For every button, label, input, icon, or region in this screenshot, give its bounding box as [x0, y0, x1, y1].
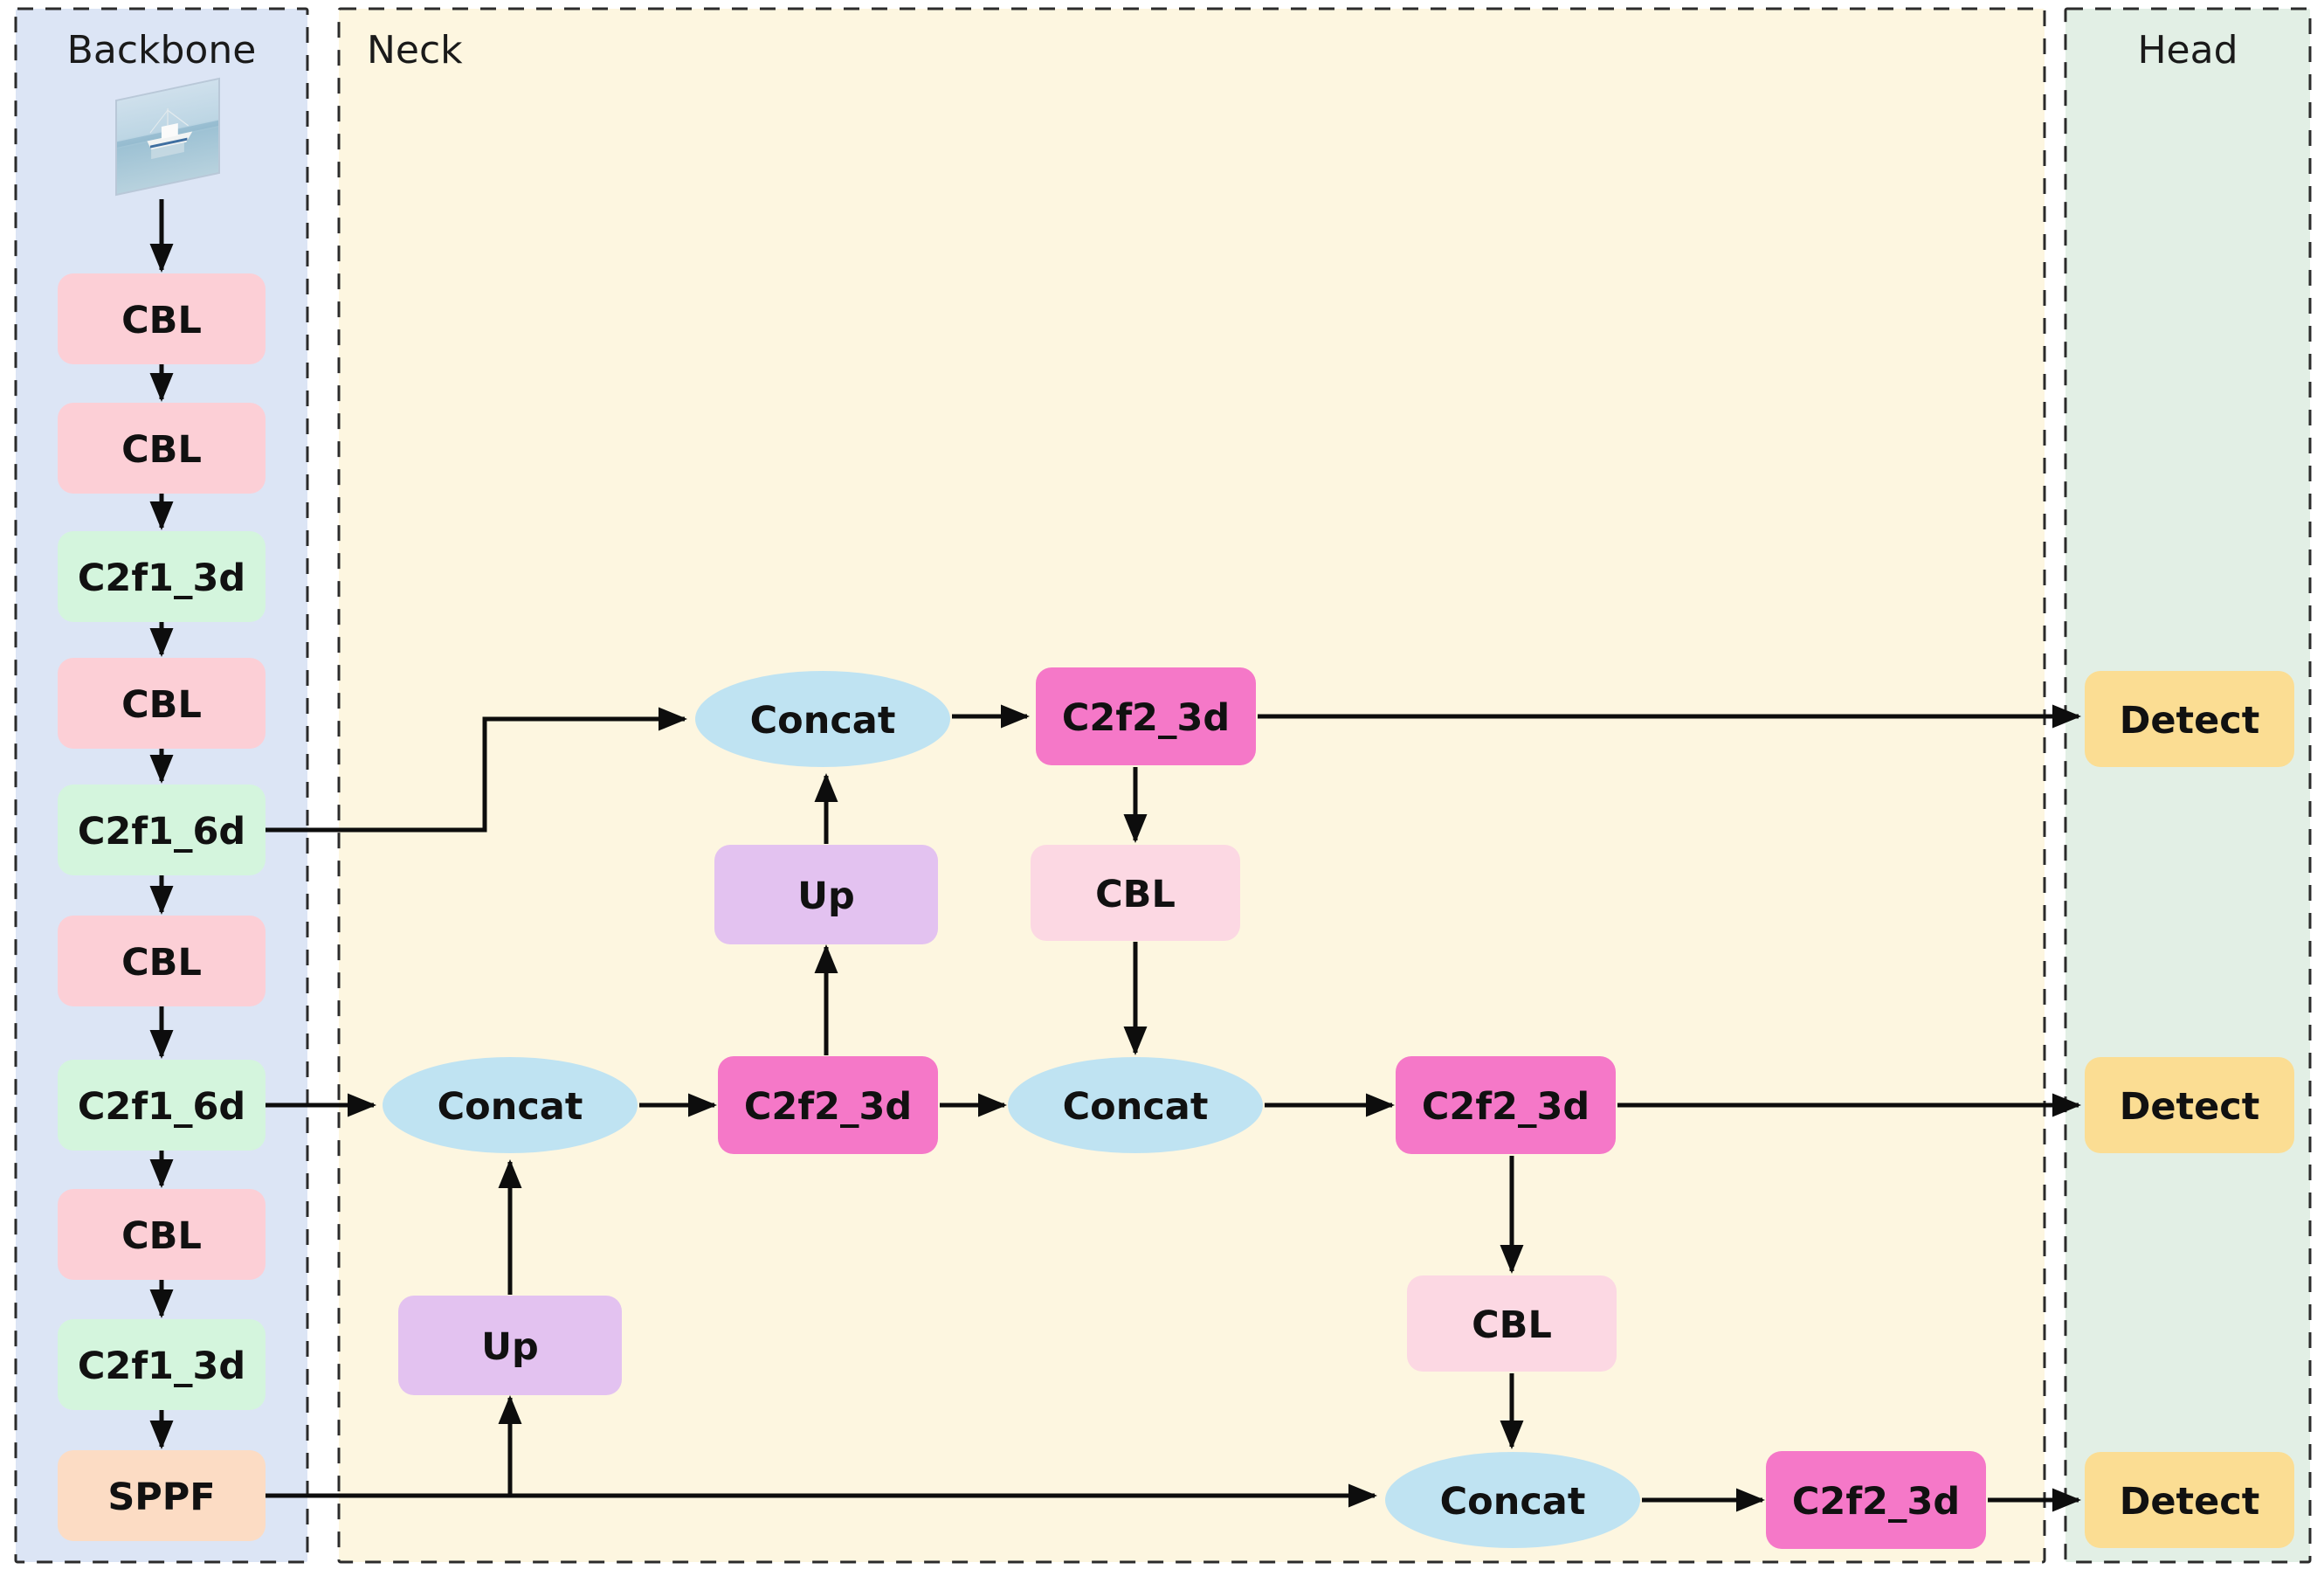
- node-shape-nk-c2f2-bot: [1766, 1451, 1986, 1549]
- node-label-nk-concat-mid-l: Concat: [438, 1085, 583, 1129]
- input-image-thumbnail: [115, 77, 220, 197]
- node-shape-bb-c2f1-3: [58, 1060, 266, 1151]
- node-label-nk-c2f2-bot: C2f2_3d: [1792, 1480, 1960, 1524]
- node-label-bb-cbl-1: CBL: [121, 299, 202, 342]
- node-shape-bb-sppf: [58, 1450, 266, 1541]
- node-shape-nk-concat-top: [695, 671, 950, 767]
- node-label-nk-cbl-bot: CBL: [1472, 1303, 1552, 1347]
- node-label-bb-c2f1-4: C2f1_3d: [78, 1345, 245, 1388]
- panel-labels-layer: Backbone Neck Head: [67, 28, 2238, 73]
- node-nk-up-bot[interactable]: Up: [398, 1296, 622, 1395]
- node-label-hd-detect-3: Detect: [2120, 1480, 2260, 1524]
- node-bb-cbl-4[interactable]: CBL: [58, 916, 266, 1006]
- node-shape-nk-cbl-bot: [1407, 1275, 1617, 1372]
- panel-label-backbone: Backbone: [67, 28, 257, 73]
- node-shape-bb-cbl-1: [58, 273, 266, 364]
- node-nk-concat-bot[interactable]: Concat: [1385, 1452, 1640, 1548]
- node-label-nk-cbl-top: CBL: [1095, 873, 1176, 916]
- node-label-bb-cbl-2: CBL: [121, 428, 202, 472]
- node-shape-nk-up-top: [714, 845, 938, 944]
- node-label-nk-concat-mid-r: Concat: [1063, 1085, 1209, 1129]
- node-label-nk-c2f2-top: C2f2_3d: [1062, 696, 1230, 740]
- node-label-bb-cbl-4: CBL: [121, 941, 202, 985]
- node-bb-cbl-2[interactable]: CBL: [58, 403, 266, 494]
- panel-head: [2064, 7, 2312, 1564]
- node-bb-c2f1-2[interactable]: C2f1_6d: [58, 785, 266, 875]
- node-nk-c2f2-mid[interactable]: C2f2_3d: [718, 1056, 938, 1154]
- node-label-hd-detect-2: Detect: [2120, 1085, 2260, 1129]
- node-nk-cbl-bot[interactable]: CBL: [1407, 1275, 1617, 1372]
- node-nk-concat-top[interactable]: Concat: [695, 671, 950, 767]
- node-label-nk-up-top: Up: [797, 874, 855, 918]
- node-label-bb-c2f1-3: C2f1_6d: [78, 1085, 245, 1129]
- node-shape-hd-detect-3: [2085, 1452, 2294, 1548]
- node-shape-bb-c2f1-4: [58, 1319, 266, 1410]
- node-nk-c2f2-top[interactable]: C2f2_3d: [1036, 667, 1256, 765]
- node-bb-sppf[interactable]: SPPF: [58, 1450, 266, 1541]
- node-label-nk-concat-top: Concat: [750, 699, 896, 743]
- node-shape-bb-c2f1-1: [58, 531, 266, 622]
- edge-bb-c2f1-2-to-nk-concat-top: [266, 707, 687, 833]
- node-label-nk-c2f2-mid: C2f2_3d: [744, 1085, 912, 1129]
- node-nk-concat-mid-l[interactable]: Concat: [383, 1057, 638, 1153]
- node-shape-bb-c2f1-2: [58, 785, 266, 875]
- node-shape-bb-cbl-2: [58, 403, 266, 494]
- node-label-nk-concat-bot: Concat: [1440, 1480, 1586, 1524]
- node-shape-nk-c2f2-top: [1036, 667, 1256, 765]
- node-shape-nk-cbl-top: [1031, 845, 1240, 941]
- panel-label-head: Head: [2137, 28, 2238, 73]
- node-shape-bb-cbl-5: [58, 1189, 266, 1280]
- node-bb-cbl-5[interactable]: CBL: [58, 1189, 266, 1280]
- nodes-layer: CBLCBLC2f1_3dCBLC2f1_6dCBLC2f1_6dCBLC2f1…: [58, 273, 2294, 1549]
- node-shape-nk-c2f2-mid: [718, 1056, 938, 1154]
- node-nk-concat-mid-r[interactable]: Concat: [1008, 1057, 1263, 1153]
- node-nk-c2f2-bot[interactable]: C2f2_3d: [1766, 1451, 1986, 1549]
- node-bb-cbl-3[interactable]: CBL: [58, 658, 266, 749]
- node-nk-c2f2-mid-r[interactable]: C2f2_3d: [1396, 1056, 1616, 1154]
- node-label-nk-up-bot: Up: [481, 1325, 539, 1369]
- node-label-nk-c2f2-mid-r: C2f2_3d: [1422, 1085, 1590, 1129]
- input-image-layer: [115, 77, 220, 197]
- node-shape-nk-up-bot: [398, 1296, 622, 1395]
- node-shape-nk-concat-mid-l: [383, 1057, 638, 1153]
- node-bb-c2f1-4[interactable]: C2f1_3d: [58, 1319, 266, 1410]
- node-label-bb-cbl-3: CBL: [121, 683, 202, 727]
- node-shape-nk-concat-mid-r: [1008, 1057, 1263, 1153]
- node-hd-detect-3[interactable]: Detect: [2085, 1452, 2294, 1548]
- panels-layer: [14, 7, 2312, 1564]
- node-bb-c2f1-3[interactable]: C2f1_6d: [58, 1060, 266, 1151]
- node-hd-detect-1[interactable]: Detect: [2085, 671, 2294, 767]
- panel-label-neck: Neck: [367, 28, 463, 73]
- node-nk-up-top[interactable]: Up: [714, 845, 938, 944]
- node-nk-cbl-top[interactable]: CBL: [1031, 845, 1240, 941]
- node-label-bb-sppf: SPPF: [107, 1476, 215, 1519]
- node-label-bb-c2f1-1: C2f1_3d: [78, 556, 245, 600]
- node-label-bb-cbl-5: CBL: [121, 1214, 202, 1258]
- node-label-hd-detect-1: Detect: [2120, 699, 2260, 743]
- node-shape-hd-detect-1: [2085, 671, 2294, 767]
- node-hd-detect-2[interactable]: Detect: [2085, 1057, 2294, 1153]
- node-shape-nk-c2f2-mid-r: [1396, 1056, 1616, 1154]
- node-shape-nk-concat-bot: [1385, 1452, 1640, 1548]
- panel-neck: [337, 7, 2046, 1564]
- node-label-bb-c2f1-2: C2f1_6d: [78, 810, 245, 854]
- node-shape-bb-cbl-4: [58, 916, 266, 1006]
- node-shape-hd-detect-2: [2085, 1057, 2294, 1153]
- edges-layer: [149, 199, 2081, 1512]
- node-bb-cbl-1[interactable]: CBL: [58, 273, 266, 364]
- node-shape-bb-cbl-3: [58, 658, 266, 749]
- node-bb-c2f1-1[interactable]: C2f1_3d: [58, 531, 266, 622]
